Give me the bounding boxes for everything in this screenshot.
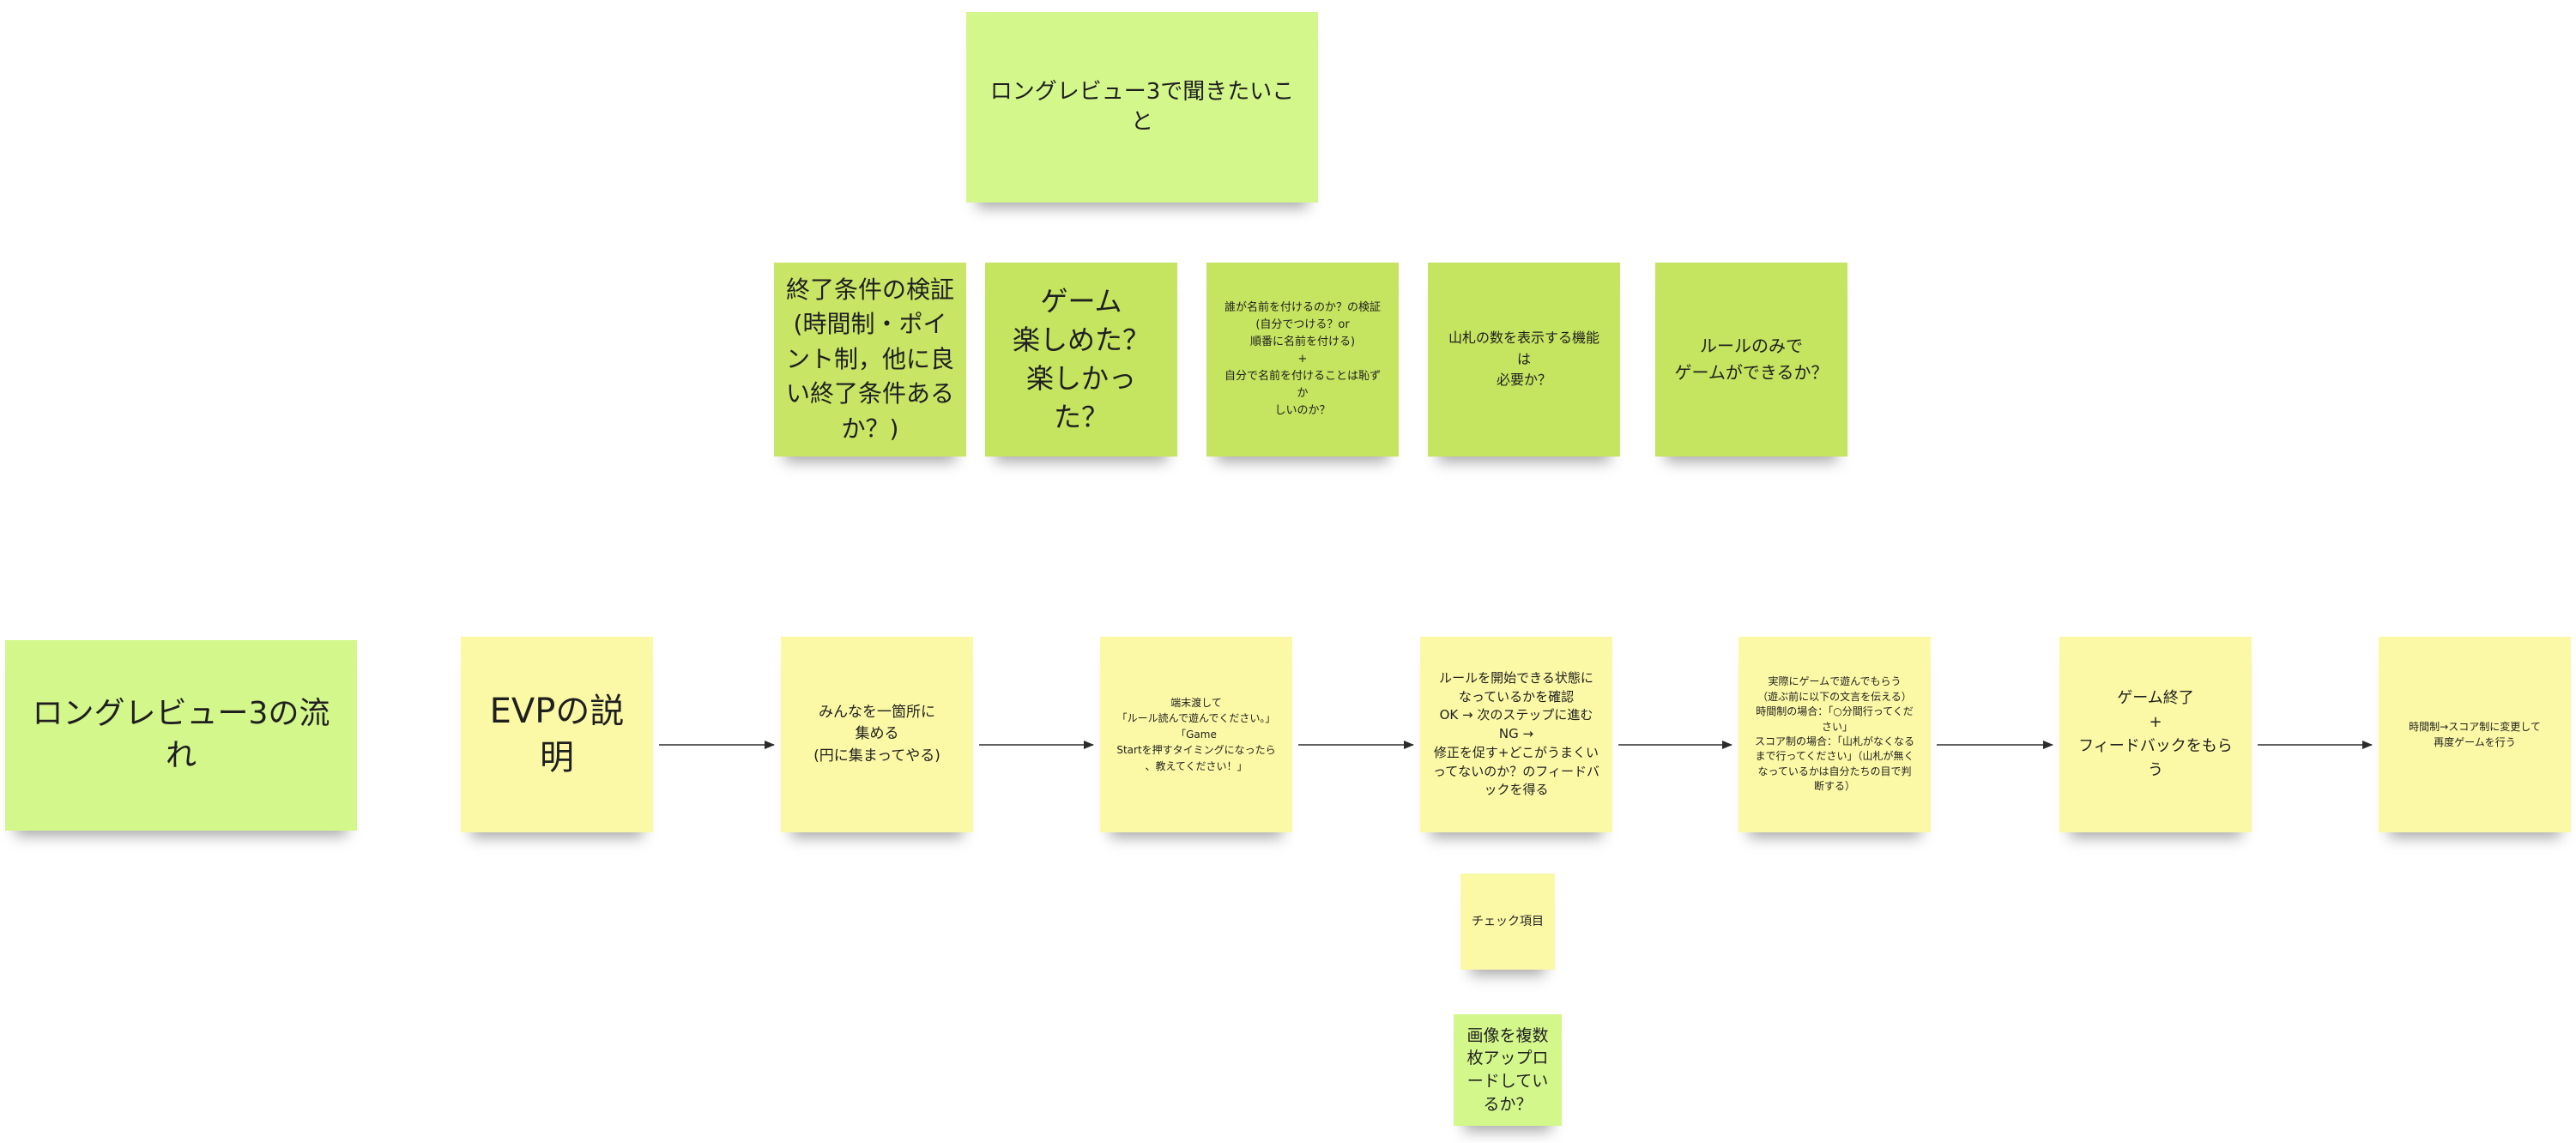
title-sticky-note[interactable]: ロングレビュー3で聞きたいこと	[966, 12, 1318, 203]
question-note-deck-count[interactable]: 山札の数を表示する機能は 必要か？	[1428, 263, 1620, 457]
flow-title-sticky-note[interactable]: ロングレビュー3の流れ	[5, 640, 357, 831]
question-note-naming[interactable]: 誰が名前を付けるのか？の検証 (自分でつける？or 順番に名前を付ける) + 自…	[1206, 263, 1399, 457]
flow-step-5-note[interactable]: 実際にゲームで遊んでもらう （遊ぶ前に以下の文言を伝える） 時間制の場合：｢○分…	[1738, 637, 1931, 832]
flow-step-4-note[interactable]: ルールを開始できる状態に なっているかを確認 OK → 次のステップに進む NG…	[1420, 637, 1612, 832]
flow-step-6-note[interactable]: ゲーム終了 + フィードバックをもらう	[2059, 637, 2252, 832]
check-items-note[interactable]: チェック項目	[1460, 874, 1555, 970]
flow-step-2-note[interactable]: みんなを一箇所に 集める (円に集まってやる)	[781, 637, 973, 832]
flow-step-3-note[interactable]: 端末渡して 「ルール読んで遊んでください。」 「Game Startを押すタイミ…	[1100, 637, 1292, 832]
question-note-rules-only[interactable]: ルールのみで ゲームができるか？	[1655, 263, 1847, 457]
upload-check-note[interactable]: 画像を複数 枚アップロ ードしてい るか？	[1454, 1014, 1562, 1126]
flow-step-1-note[interactable]: EVPの説明	[461, 637, 653, 832]
question-note-enjoyment[interactable]: ゲーム 楽しめた？ 楽しかった？	[985, 263, 1177, 457]
question-note-end-condition[interactable]: 終了条件の検証 (時間制・ポイ ント制，他に良 い終了条件ある か？)	[774, 263, 966, 457]
flow-step-7-note[interactable]: 時間制→スコア制に変更して 再度ゲームを行う	[2379, 637, 2571, 832]
